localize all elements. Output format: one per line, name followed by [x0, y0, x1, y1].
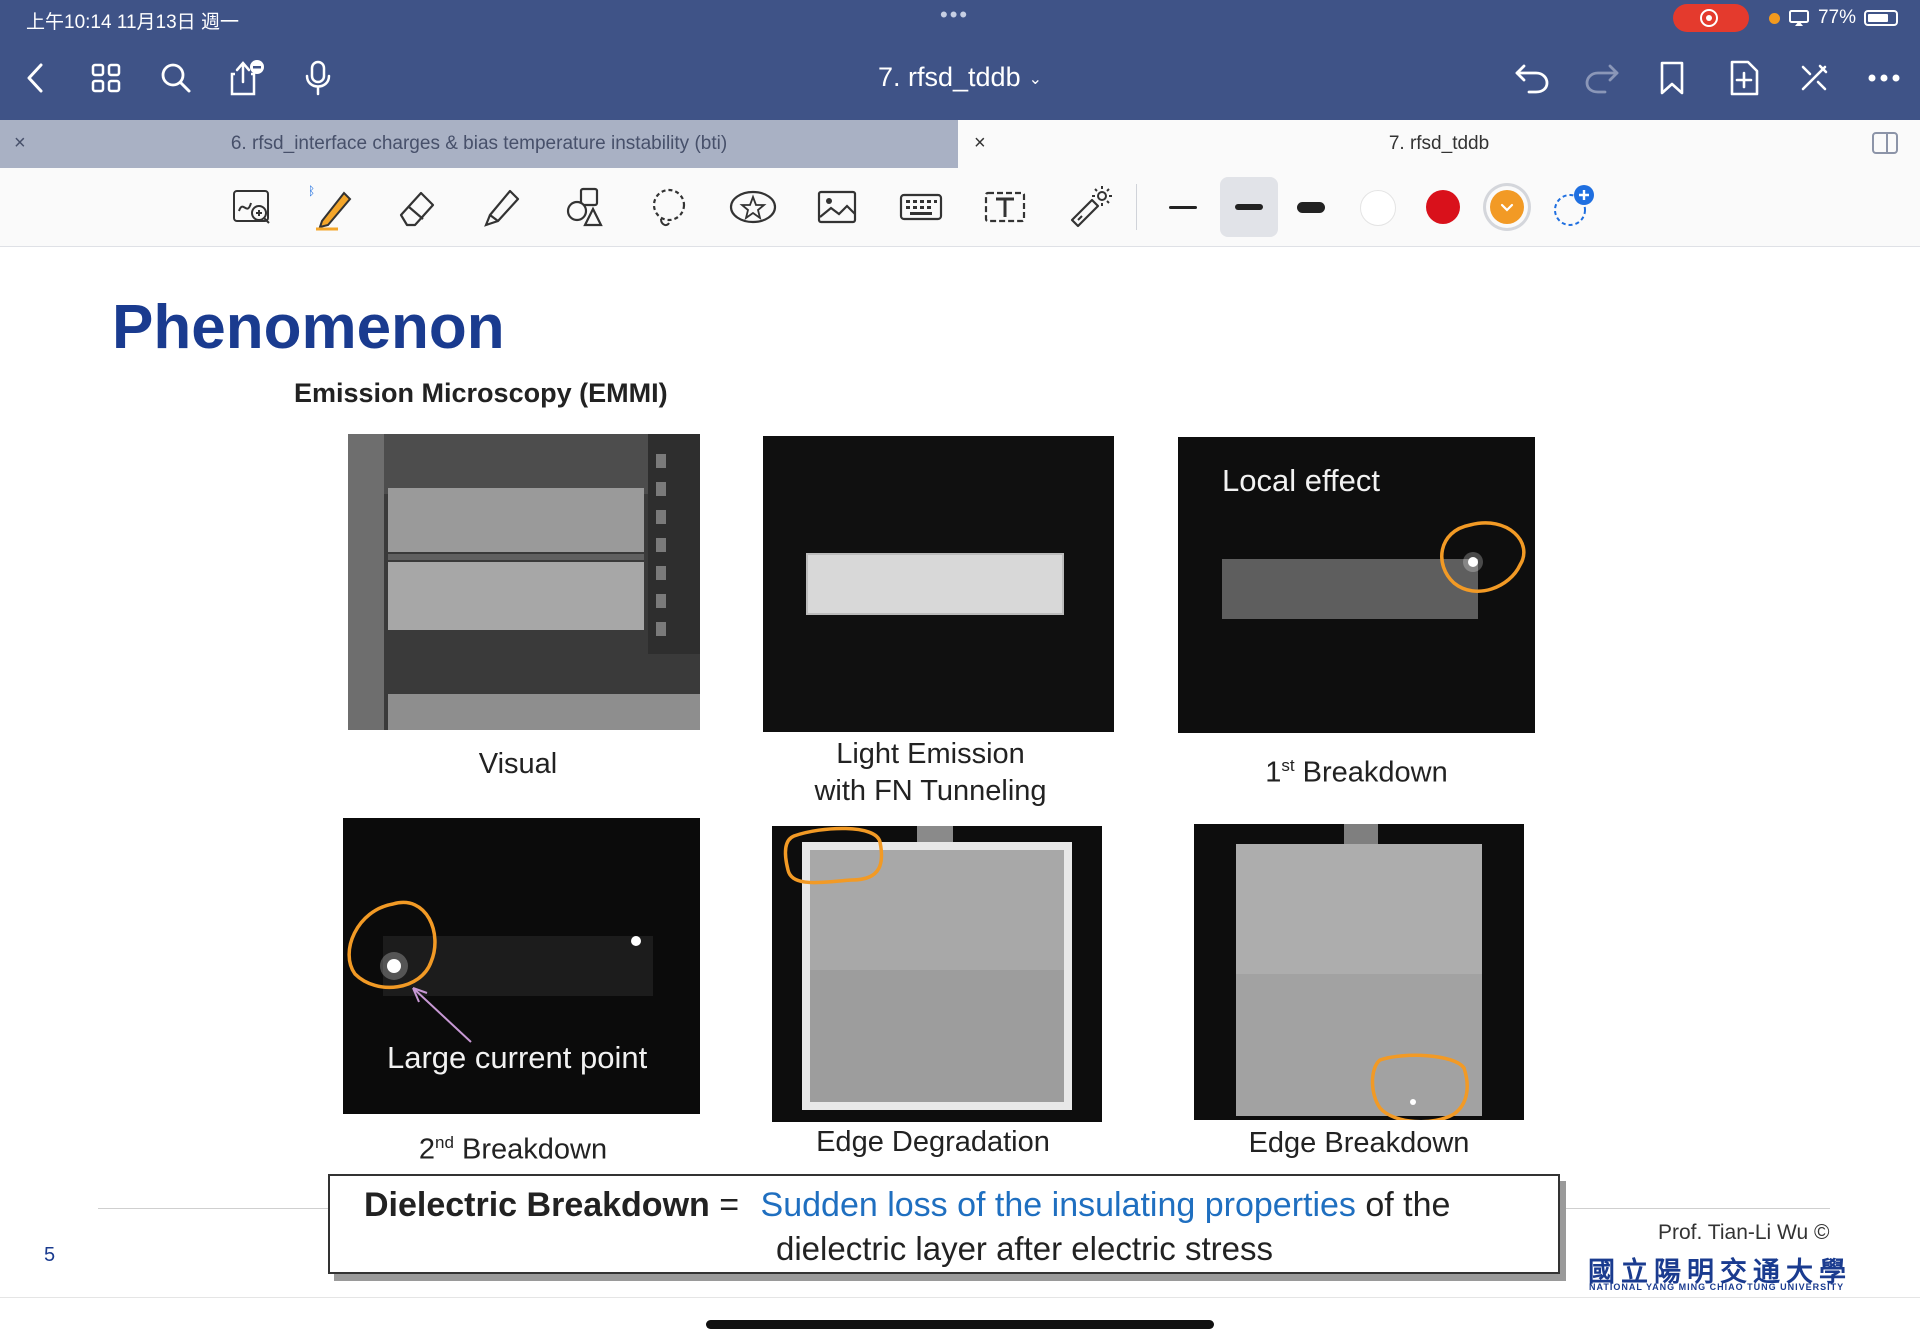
caption-visual: Visual: [478, 748, 558, 780]
definition-line-1: Dielectric Breakdown = Sudden loss of th…: [364, 1186, 1450, 1225]
redo-icon[interactable]: [1580, 56, 1624, 100]
mic-indicator-dot: [1768, 12, 1780, 24]
tab-interface-charges[interactable]: × 6. rfsd_interface charges & bias tempe…: [0, 120, 958, 168]
edge-breakdown-micrograph: [1194, 824, 1524, 1120]
share-icon[interactable]: [224, 56, 268, 100]
document-title-text: 7. rfsd_tddb: [878, 62, 1021, 92]
chevron-down-icon: [1500, 203, 1514, 212]
lasso-tool[interactable]: [642, 182, 696, 232]
caption-edge-breakdown: Edge Breakdown: [1248, 1127, 1470, 1159]
search-icon[interactable]: [154, 56, 198, 100]
university-name-english: NATIONAL YANG MING CHIAO TUNG UNIVERSITY: [1589, 1282, 1845, 1292]
light-emission-micrograph: [763, 436, 1114, 732]
definition-equals: =: [709, 1186, 749, 1224]
stroke-medium-option[interactable]: [1220, 177, 1278, 237]
caption-text: Breakdown: [453, 1133, 608, 1166]
annotation-toolbar: ᛒ: [0, 168, 1920, 247]
tab-label: 6. rfsd_interface charges & bias tempera…: [230, 133, 728, 154]
chevron-down-icon: ⌄: [1028, 70, 1042, 88]
status-time: 上午10:14 11月13日 週一: [26, 12, 239, 33]
overlay-local-effect: Local effect: [1222, 463, 1380, 498]
navigation-bar: 7. rfsd_tddb ⌄: [0, 36, 1920, 120]
document-page[interactable]: [0, 247, 1920, 1297]
caption-edge-degradation: Edge Degradation: [816, 1126, 1050, 1158]
color-swatch-orange-selected[interactable]: [1490, 190, 1524, 224]
highlighter-tool[interactable]: [475, 182, 529, 232]
multitasking-dots[interactable]: •••: [940, 2, 970, 27]
elements-sticker-tool[interactable]: [726, 182, 780, 232]
definition-line-2: dielectric layer after electric stress: [776, 1230, 1273, 1267]
record-icon: [1700, 9, 1718, 27]
shapes-tool[interactable]: [558, 182, 612, 232]
bottom-area: [0, 1297, 1920, 1343]
first-breakdown-micrograph: Local effect: [1178, 437, 1535, 733]
add-color-button[interactable]: [1546, 182, 1600, 232]
caption-superscript: st: [1281, 756, 1295, 775]
author-credit: Prof. Tian-Li Wu ©: [1658, 1221, 1830, 1244]
add-page-icon[interactable]: [1722, 56, 1766, 100]
battery-level: [1868, 14, 1888, 22]
microphone-icon[interactable]: [296, 56, 340, 100]
close-tab-icon[interactable]: ×: [974, 132, 986, 154]
definition-rest: of the: [1355, 1186, 1451, 1224]
caption-number: 1: [1265, 756, 1282, 789]
grid-view-icon[interactable]: [84, 56, 128, 100]
bookmark-icon[interactable]: [1650, 56, 1694, 100]
document-tab-bar: × 6. rfsd_interface charges & bias tempe…: [0, 120, 1920, 168]
screen-mirroring-icon: [1788, 10, 1809, 26]
stroke-thin-option[interactable]: [1156, 182, 1210, 232]
caption-text: Breakdown: [1294, 756, 1448, 789]
svg-text:ᛒ: ᛒ: [308, 184, 315, 198]
laser-pointer-tool[interactable]: [1062, 182, 1116, 232]
page-number: 5: [44, 1244, 56, 1266]
edit-mode-icon[interactable]: [1792, 56, 1836, 100]
pen-tool[interactable]: ᛒ: [305, 182, 359, 232]
zoom-window-tool[interactable]: [225, 182, 279, 232]
text-box-tool[interactable]: [978, 182, 1032, 232]
close-tab-icon[interactable]: ×: [14, 132, 26, 154]
caption-number: 2: [418, 1133, 436, 1166]
slide-subtitle: Emission Microscopy (EMMI): [294, 378, 668, 408]
image-tool[interactable]: [810, 182, 864, 232]
toolbar-divider: [1136, 184, 1137, 230]
screen-recording-indicator[interactable]: [1673, 4, 1749, 32]
tab-label: 7. rfsd_tddb: [1388, 133, 1490, 154]
split-view-icon[interactable]: [1872, 132, 1898, 154]
caption-superscript: nd: [435, 1133, 454, 1152]
keyboard-tool[interactable]: [894, 182, 948, 232]
document-title[interactable]: 7. rfsd_tddb ⌄: [0, 62, 1920, 93]
tab-tddb[interactable]: × 7. rfsd_tddb: [958, 120, 1920, 168]
caption-line: with FN Tunneling: [814, 775, 1047, 807]
overlay-large-current-point: Large current point: [387, 1040, 648, 1075]
visual-micrograph: [348, 434, 700, 730]
status-bar: 上午10:14 11月13日 週一 ••• 77%: [0, 0, 1920, 36]
caption-second-breakdown: 2nd Breakdown: [343, 1124, 683, 1169]
second-breakdown-micrograph: Large current point: [343, 818, 700, 1114]
slide-title: Phenomenon: [112, 293, 505, 362]
battery-percent: 77%: [1817, 7, 1856, 28]
definition-term: Dielectric Breakdown: [364, 1186, 710, 1224]
university-logo-text: 國立陽明交通大學: [1588, 1257, 1852, 1288]
home-indicator[interactable]: [706, 1320, 1214, 1329]
eraser-tool[interactable]: [390, 182, 444, 232]
undo-icon[interactable]: [1510, 56, 1554, 100]
more-options-icon[interactable]: [1862, 56, 1906, 100]
battery-icon: [1864, 10, 1898, 26]
stroke-thick-option[interactable]: [1284, 182, 1338, 232]
caption-light-emission: Light Emission with FN Tunneling: [763, 736, 1098, 810]
back-icon[interactable]: [14, 56, 58, 100]
status-right: 77%: [1768, 7, 1898, 29]
definition-box: Dielectric Breakdown = Sudden loss of th…: [328, 1174, 1560, 1274]
caption-line: Light Emission: [836, 738, 1025, 770]
edge-degradation-micrograph: [772, 826, 1102, 1122]
definition-highlight: Sudden loss of the insulating properties: [760, 1186, 1356, 1224]
color-swatch-white[interactable]: [1360, 190, 1396, 226]
color-swatch-red[interactable]: [1426, 190, 1460, 224]
caption-first-breakdown: 1st Breakdown: [1178, 747, 1535, 792]
